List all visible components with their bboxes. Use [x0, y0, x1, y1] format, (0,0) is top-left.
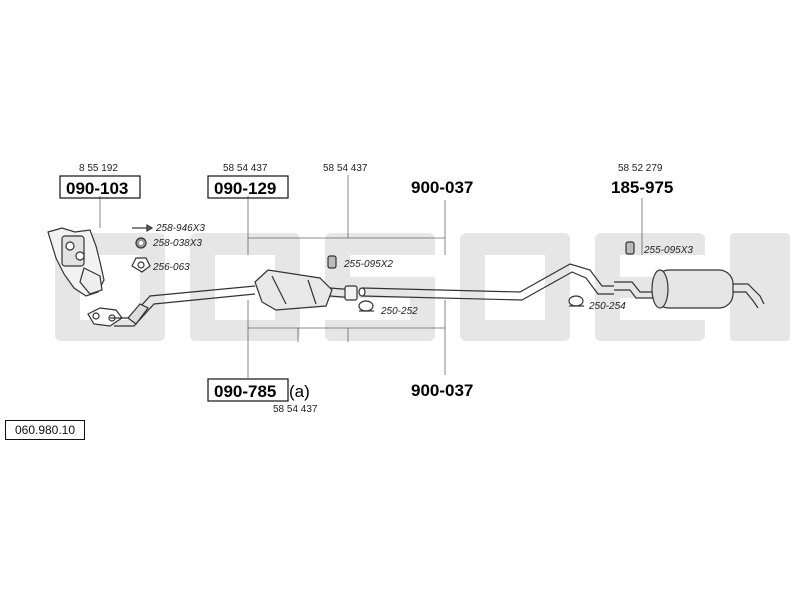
- accessory-code: 256-063: [152, 262, 190, 273]
- part-suffix: (a): [289, 382, 310, 401]
- oem-number: 8 55 192: [79, 163, 118, 174]
- accessory-labels: 258-946X3 258-038X3 256-063 255-095X2 25…: [152, 223, 693, 317]
- oem-number: 58 52 279: [618, 163, 663, 174]
- oem-number: 58 54 437: [223, 163, 268, 174]
- accessory-code: 258-946X3: [155, 223, 205, 234]
- clamp-icon: [625, 241, 635, 255]
- nut-icon: [135, 237, 147, 249]
- part-box: [59, 175, 141, 199]
- front-pipe: [87, 285, 256, 327]
- accessory-code: 250-252: [380, 306, 418, 317]
- oem-number: 58 54 437: [273, 404, 318, 415]
- leader-lines-bottom: [247, 300, 446, 378]
- clamp-icon: [327, 255, 337, 269]
- watermark-logo: [55, 233, 790, 341]
- catalog-number: 060.980.10: [5, 420, 85, 440]
- accessory-code: 255-095X2: [343, 259, 393, 270]
- part-number: 900-037: [411, 178, 473, 197]
- part-number: 090-129: [214, 179, 276, 198]
- middle-catalyst: [254, 269, 358, 311]
- bolt-icon: [132, 223, 154, 233]
- oem-number: 58 54 437: [323, 163, 368, 174]
- part-number: 090-785: [214, 382, 276, 401]
- gasket-icon: [131, 257, 151, 273]
- part-labels: 8 55 192 090-103 58 54 437 090-129 58 54…: [59, 163, 673, 415]
- accessory-code: 255-095X3: [643, 245, 693, 256]
- accessory-code: 258-038X3: [152, 238, 202, 249]
- intermediate-pipe: [358, 263, 614, 301]
- hanger-icon: [358, 300, 374, 312]
- rear-silencer: [614, 269, 765, 309]
- manifold-catalyst: [47, 227, 105, 297]
- part-box: [207, 175, 289, 199]
- part-box: [207, 378, 289, 402]
- part-number: 090-103: [66, 179, 128, 198]
- leader-lines-top: [99, 175, 643, 255]
- part-number: 185-975: [611, 178, 673, 197]
- accessory-code: 250-254: [588, 301, 626, 312]
- part-number: 900-037: [411, 381, 473, 400]
- accessory-icons: [131, 223, 635, 312]
- hanger-icon: [568, 295, 584, 307]
